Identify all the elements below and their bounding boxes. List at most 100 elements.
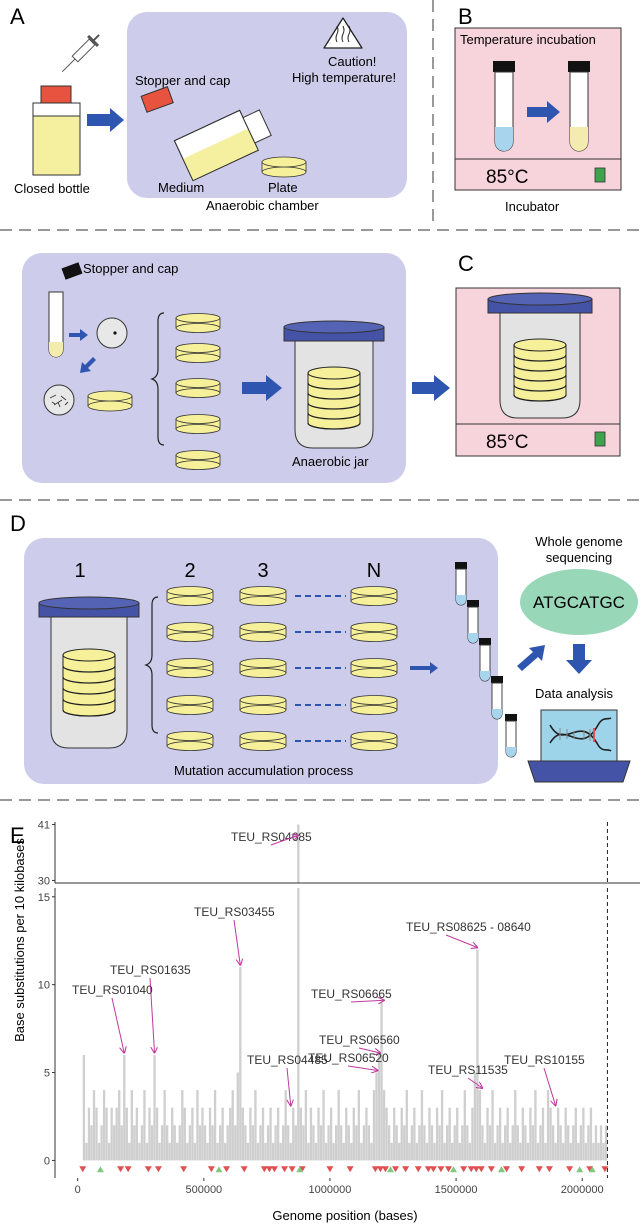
substitution-bar xyxy=(362,1125,366,1161)
sequence-text: ATGCATGC xyxy=(533,593,625,612)
anaerobic-jar-c xyxy=(487,292,593,419)
mutation-marker-red xyxy=(207,1166,215,1173)
substitution-bar xyxy=(309,1107,313,1161)
tube-before xyxy=(493,61,515,152)
col-2-label: 2 xyxy=(184,560,195,582)
plate-d xyxy=(239,622,287,642)
substitution-bar xyxy=(123,1054,126,1161)
mutation-process-label: Mutation accumulation process xyxy=(174,763,354,778)
substitution-bar xyxy=(448,1107,451,1161)
plate-d xyxy=(166,586,214,606)
stacked-plate-rim xyxy=(513,374,567,382)
substitution-bar xyxy=(201,1107,204,1161)
substitution-bar xyxy=(587,1125,590,1161)
substitution-bar xyxy=(574,1107,577,1161)
substitution-bar xyxy=(335,1125,338,1161)
mutation-marker-green xyxy=(450,1166,458,1173)
substitution-bar xyxy=(546,1090,550,1161)
plate-d xyxy=(166,731,214,751)
temp-b: 85°C xyxy=(486,167,528,188)
substitution-bar xyxy=(385,1107,388,1161)
annotation-arrow xyxy=(358,1047,380,1053)
mutation-marker-red xyxy=(346,1166,354,1173)
annotation-arrow xyxy=(445,934,477,948)
substitution-bar xyxy=(536,1142,540,1161)
mutation-marker-red xyxy=(402,1166,410,1173)
stacked-plate-rim xyxy=(307,412,361,420)
mutation-marker-red xyxy=(240,1166,248,1173)
substitution-bar xyxy=(196,1090,199,1161)
y-tick-label-lower: 15 xyxy=(38,892,50,904)
annotation-label: TEU_RS03455 xyxy=(194,905,275,919)
substitution-bar xyxy=(355,1125,358,1161)
substitution-bar xyxy=(282,1125,285,1161)
wgs-line1: Whole genome xyxy=(535,534,622,549)
substitution-bar xyxy=(579,1125,583,1161)
substitution-bar xyxy=(340,1125,343,1161)
substitution-bar xyxy=(249,1107,252,1161)
substitution-bar xyxy=(577,1142,580,1161)
annotation-label: TEU_RS11535 xyxy=(428,1063,508,1077)
plate-d xyxy=(166,622,214,642)
substitution-bar xyxy=(191,1107,194,1161)
substitution-bar xyxy=(140,1125,144,1161)
plate-grid-d xyxy=(166,586,398,751)
substitution-bar xyxy=(463,1090,466,1161)
substitution-bar xyxy=(271,1142,275,1161)
substitution-bar xyxy=(395,1125,398,1161)
substitution-bar xyxy=(504,1125,507,1161)
stacked-plate-rim xyxy=(62,676,116,684)
mutation-marker-red xyxy=(429,1166,437,1173)
mutation-marker-red xyxy=(223,1166,231,1173)
mutation-marker-red xyxy=(288,1166,296,1173)
substitution-bar xyxy=(259,1125,262,1161)
substitution-bar xyxy=(317,1107,320,1161)
substitution-bar xyxy=(279,1142,282,1161)
substitution-bar xyxy=(551,1125,555,1161)
arrow-mid-2 xyxy=(80,357,96,373)
stacked-plate-rim xyxy=(513,384,567,392)
substitution-bar xyxy=(498,1107,502,1161)
substitution-bar xyxy=(292,1107,295,1161)
substitution-bar xyxy=(299,1107,303,1161)
substitution-bar xyxy=(218,1125,222,1161)
substitution-bar xyxy=(100,1125,103,1161)
plate-d xyxy=(239,695,287,715)
panel-d-letter: D xyxy=(10,511,26,536)
syringe-icon xyxy=(61,34,100,73)
substitution-bar xyxy=(408,1142,411,1161)
substitution-bar xyxy=(567,1125,570,1161)
substitution-bar xyxy=(115,1107,118,1161)
substitution-bar xyxy=(160,1125,164,1161)
mutation-marker-red xyxy=(518,1166,526,1173)
mutation-marker-red xyxy=(392,1166,400,1173)
substitution-bar xyxy=(337,1090,340,1161)
substitution-bar xyxy=(229,1107,232,1161)
substitution-bar xyxy=(329,1107,333,1161)
substitution-bar xyxy=(269,1107,272,1161)
annotation-label: TEU_RS06665 xyxy=(311,987,392,1001)
substitution-bar xyxy=(582,1107,585,1161)
mutation-marker-red xyxy=(180,1166,188,1173)
substitution-bar xyxy=(564,1107,567,1161)
sample-tube xyxy=(479,638,491,682)
substitution-bar xyxy=(554,1142,557,1161)
substitution-bar xyxy=(241,1107,244,1161)
substitution-bar xyxy=(224,1142,227,1161)
substitution-bar xyxy=(294,1125,297,1161)
substitution-bar xyxy=(352,1107,355,1161)
substitution-bar xyxy=(413,1107,416,1161)
substitution-bar xyxy=(418,1125,421,1161)
substitution-bar xyxy=(584,1142,588,1161)
mutation-marker-red xyxy=(566,1166,574,1173)
substitution-bar xyxy=(314,1142,318,1161)
petri-dot xyxy=(96,317,128,349)
substitution-bar xyxy=(526,1142,530,1161)
substitution-bar xyxy=(145,1142,149,1161)
substitution-bar xyxy=(206,1142,209,1161)
mutation-marker-red xyxy=(326,1166,334,1173)
medium-bottle xyxy=(173,109,272,182)
caution-line1: Caution! xyxy=(328,54,376,69)
stacked-plate-body xyxy=(308,373,360,423)
substitution-bar xyxy=(150,1125,154,1161)
